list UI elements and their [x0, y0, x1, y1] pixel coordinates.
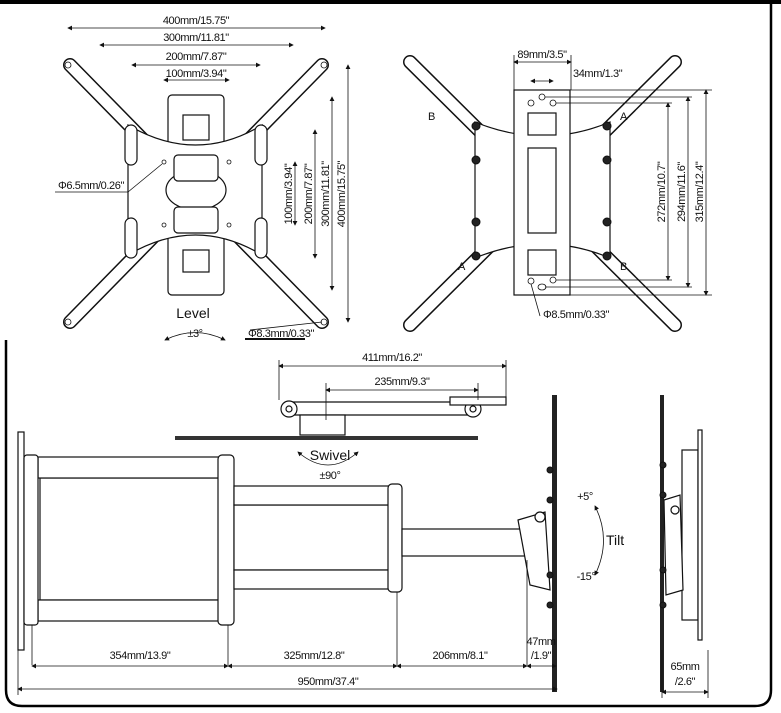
swivel-label: Swivel: [310, 447, 350, 463]
dim-65mm: 65mm: [671, 661, 700, 673]
swivel-range: ±90°: [319, 470, 340, 482]
dim-400mm-h: 400mm/15.75": [163, 15, 230, 27]
dim-235mm: 235mm/9.3": [375, 376, 430, 388]
wall-plate-back-view: [403, 55, 682, 332]
dim-300mm-v: 300mm/11.81": [320, 161, 332, 227]
hole-8-5mm-label: Φ8.5mm/0.33": [543, 309, 609, 321]
dim-34mm: 34mm/1.3": [573, 68, 623, 80]
dim-300mm-h: 300mm/11.81": [163, 32, 229, 44]
dim-206mm: 206mm/8.1": [433, 650, 488, 662]
hole-large-label: Φ8.3mm/0.33": [248, 328, 314, 340]
dim-2-6in: /2.6": [675, 676, 696, 688]
dim-400mm-v: 400mm/15.75": [336, 160, 348, 227]
dim-200mm-v: 200mm/7.87": [303, 163, 315, 224]
dim-272mm: 272mm/10.7": [656, 161, 668, 222]
level-label: Level: [176, 305, 209, 321]
dim-325mm: 325mm/12.8": [284, 650, 345, 662]
front-dimensions: [55, 25, 351, 341]
profile-view: [659, 395, 709, 698]
side-dimensions: [17, 505, 604, 695]
dim-89mm: 89mm/3.5": [517, 49, 567, 61]
dim-354mm: 354mm/13.9": [110, 650, 171, 662]
dim-411mm: 411mm/16.2": [362, 352, 422, 364]
dim-1-9in: /1.9": [531, 650, 552, 662]
arm-side-view: [17, 395, 557, 692]
tv-bracket-front-view: [63, 58, 329, 329]
top-dimensions: [278, 360, 507, 466]
tilt-label: Tilt: [606, 532, 624, 548]
arm-marking-b: B: [428, 111, 435, 123]
arm-marking-b-lower: B: [620, 261, 627, 273]
dim-47mm: 47mm: [527, 636, 556, 648]
dim-950mm: 950mm/37.4": [298, 676, 359, 688]
hole-small-label: Φ6.5mm/0.26": [58, 180, 124, 192]
dim-315mm: 315mm/12.4": [694, 161, 706, 222]
tilt-down: -15°: [577, 571, 596, 583]
arm-marking-a-lower: A: [458, 261, 466, 273]
level-range: ±3°: [187, 328, 202, 340]
back-dimensions: [513, 55, 712, 317]
dim-294mm: 294mm/11.6": [676, 162, 688, 222]
dim-100mm-v: 100mm/3.94": [283, 163, 295, 224]
dim-200mm-h: 200mm/7.87": [166, 51, 227, 63]
tilt-up: +5°: [577, 491, 593, 503]
arm-marking-a: A: [620, 111, 628, 123]
dim-100mm-h: 100mm/3.94": [166, 68, 227, 80]
arm-top-view: [175, 396, 507, 440]
